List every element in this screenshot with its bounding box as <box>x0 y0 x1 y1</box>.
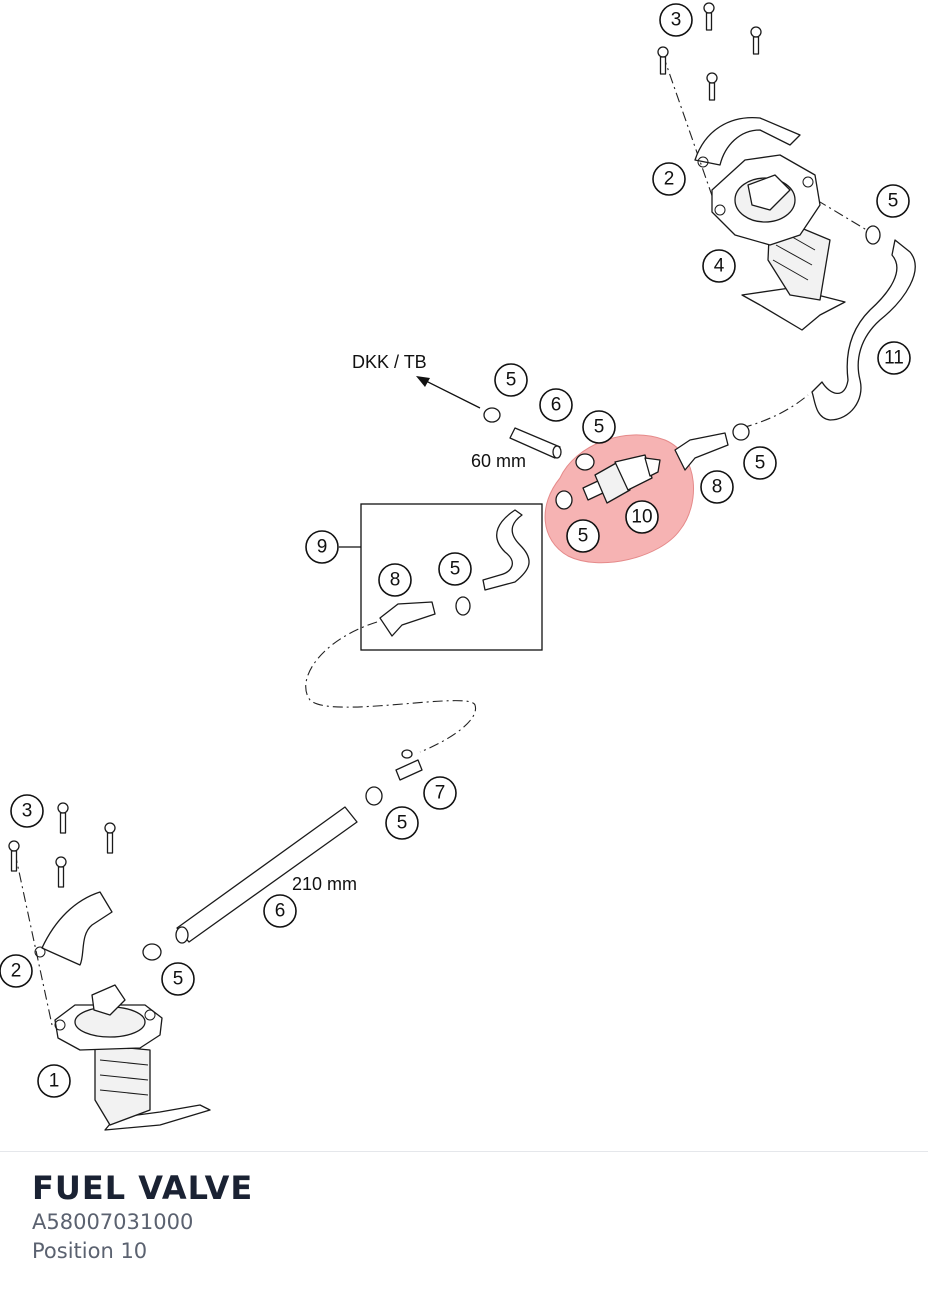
fuel-valve <box>582 454 661 504</box>
callout-7[interactable]: 7 <box>423 776 457 810</box>
svg-text:2: 2 <box>11 961 22 982</box>
dkk-arrow <box>416 376 481 409</box>
svg-text:3: 3 <box>671 10 682 31</box>
callout-1[interactable]: 1 <box>37 1064 71 1098</box>
quick-connectors <box>379 432 729 637</box>
part-position: Position 10 <box>32 1239 148 1263</box>
callout-11[interactable]: 11 <box>877 341 911 375</box>
svg-text:5: 5 <box>397 813 408 834</box>
svg-text:8: 8 <box>390 570 401 591</box>
svg-text:5: 5 <box>506 370 517 391</box>
svg-text:5: 5 <box>173 969 184 990</box>
label-210mm: 210 mm <box>292 874 357 894</box>
part-title: FUEL VALVE <box>32 1169 254 1207</box>
fuel-pump-upper <box>694 116 846 331</box>
kit-9-box <box>360 503 543 651</box>
callout-2-bottom[interactable]: 2 <box>0 954 33 988</box>
callout-2-top[interactable]: 2 <box>652 162 686 196</box>
svg-text:9: 9 <box>317 537 328 558</box>
nipple-7 <box>395 749 423 781</box>
svg-text:6: 6 <box>275 901 286 922</box>
label-60mm: 60 mm <box>471 451 526 471</box>
callout-5-valve-top[interactable]: 5 <box>582 410 616 444</box>
svg-text:2: 2 <box>664 169 675 190</box>
hose-11 <box>811 239 916 421</box>
callout-8-right[interactable]: 8 <box>700 470 734 504</box>
svg-text:1: 1 <box>49 1071 60 1092</box>
callout-6-upper[interactable]: 6 <box>539 388 573 422</box>
callout-5-box[interactable]: 5 <box>438 552 472 586</box>
label-dkk-tb: DKK / TB <box>352 352 427 372</box>
svg-text:10: 10 <box>631 507 652 528</box>
svg-text:6: 6 <box>551 395 562 416</box>
callout-10[interactable]: 10 <box>625 500 659 534</box>
fuel-pump-lower <box>34 891 211 1131</box>
part-info-footer: FUEL VALVE A58007031000 Position 10 <box>0 1151 928 1291</box>
callout-5-pump-top[interactable]: 5 <box>876 184 910 218</box>
svg-text:7: 7 <box>435 783 446 804</box>
callout-5-right[interactable]: 5 <box>743 446 777 480</box>
part-number: A58007031000 <box>32 1210 194 1234</box>
svg-text:5: 5 <box>888 191 899 212</box>
callout-4[interactable]: 4 <box>702 249 736 283</box>
callout-9[interactable]: 9 <box>305 530 339 564</box>
hose-clamps <box>142 225 881 961</box>
svg-text:4: 4 <box>714 256 725 277</box>
callout-8-box[interactable]: 8 <box>378 563 412 597</box>
svg-text:8: 8 <box>712 477 723 498</box>
callouts: 3 2 5 4 11 5 6 5 8 5 10 5 9 8 5 7 5 3 2 … <box>0 3 911 1098</box>
svg-text:11: 11 <box>884 348 904 369</box>
svg-text:5: 5 <box>755 453 766 474</box>
svg-text:5: 5 <box>594 417 605 438</box>
callout-6-lower[interactable]: 6 <box>263 894 297 928</box>
exploded-parts-diagram: DKK / TB 60 mm 210 mm 3 2 5 4 11 5 6 5 8… <box>0 2 916 1131</box>
svg-text:5: 5 <box>578 526 589 547</box>
svg-text:5: 5 <box>450 559 461 580</box>
hose-9 <box>482 509 530 591</box>
hoses <box>175 427 562 944</box>
callout-5-mid[interactable]: 5 <box>385 806 419 840</box>
callout-5-valve-bottom[interactable]: 5 <box>566 519 600 553</box>
callout-3-top[interactable]: 3 <box>659 3 693 37</box>
svg-text:3: 3 <box>22 801 33 822</box>
screws <box>8 2 762 888</box>
callout-5-dkk[interactable]: 5 <box>494 363 528 397</box>
callout-5-bottom[interactable]: 5 <box>161 962 195 996</box>
connection-lines <box>14 54 871 1026</box>
callout-3-bottom[interactable]: 3 <box>10 794 44 828</box>
